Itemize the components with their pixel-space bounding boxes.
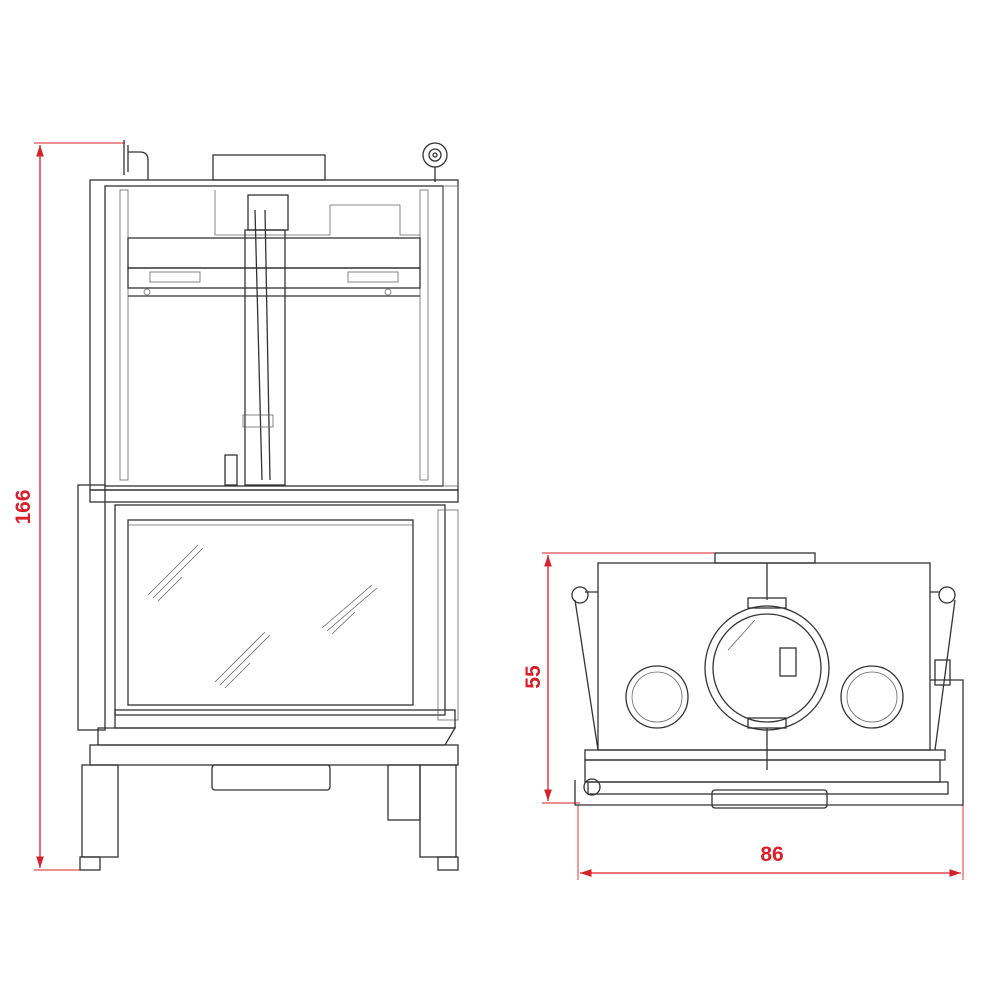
height-dimension-line	[34, 142, 125, 871]
depth-dimension-line	[542, 552, 715, 804]
top-plan-view	[542, 552, 964, 880]
depth-dimension-label: 55	[522, 665, 545, 689]
glass-reflection-marks	[147, 544, 378, 689]
height-dimension-label: 166	[12, 489, 35, 525]
front-elevation-view	[34, 140, 459, 871]
width-dimension-line	[577, 805, 964, 880]
width-dimension-label: 86	[760, 843, 784, 866]
